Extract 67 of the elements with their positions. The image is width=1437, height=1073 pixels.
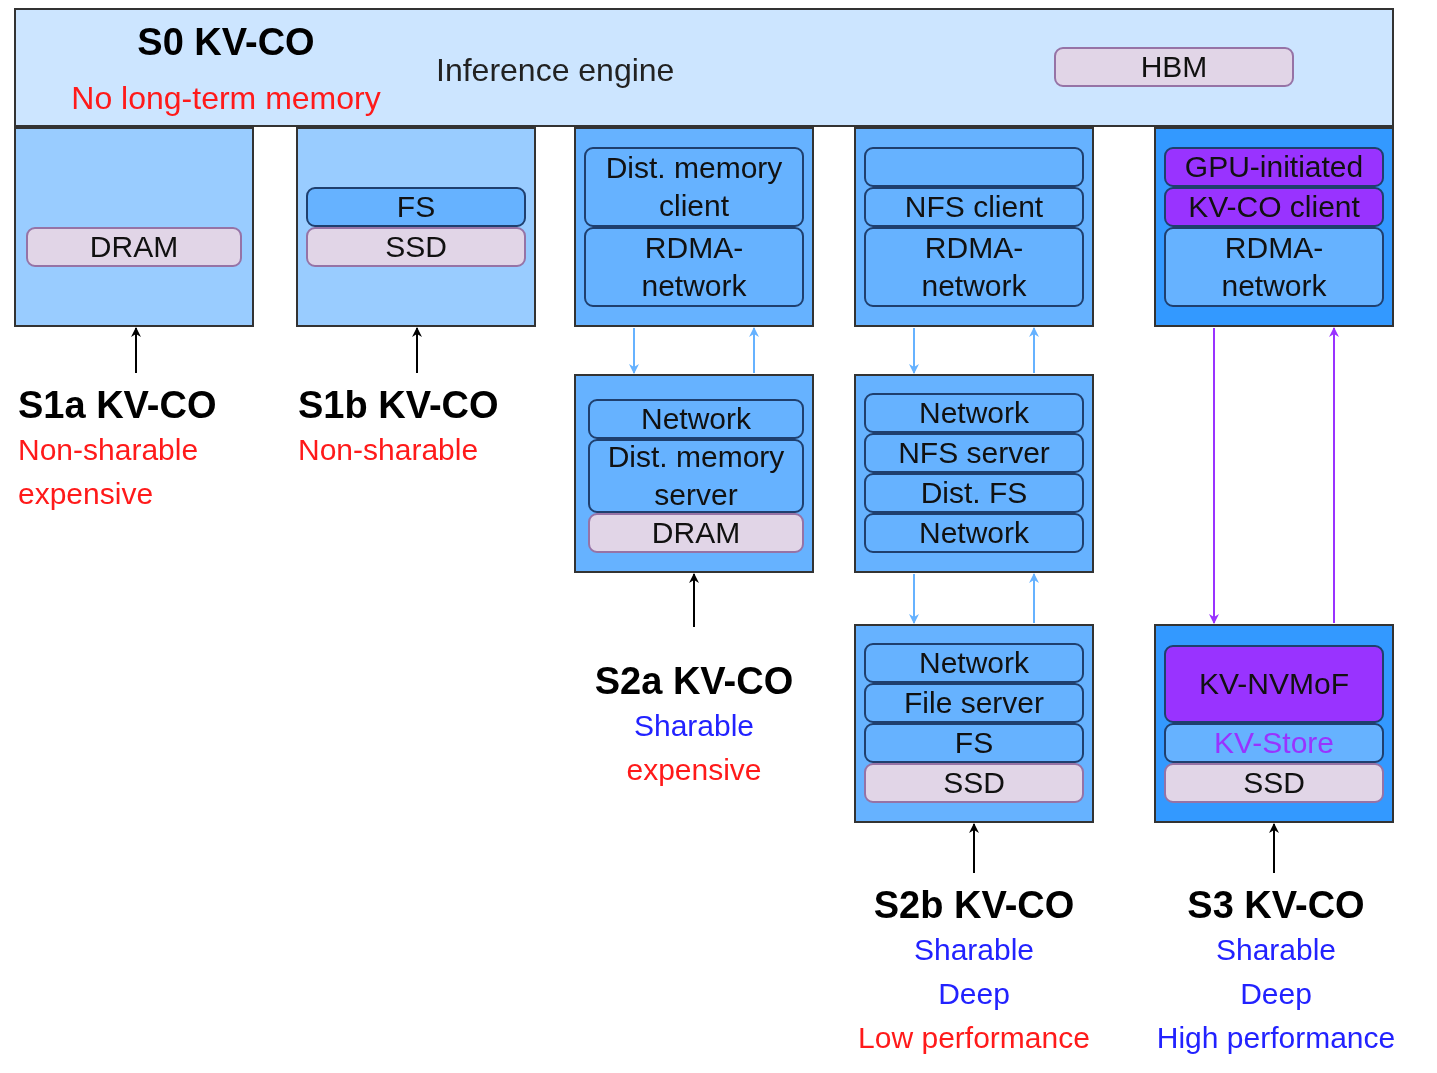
storage-tier-panel	[296, 127, 536, 327]
layer-box: Network	[588, 399, 804, 439]
memory-box: SSD	[1164, 763, 1384, 803]
tier-property-text: High performance	[1155, 1020, 1397, 1056]
tier-property-text: Deep	[1239, 976, 1313, 1012]
arrow	[1209, 327, 1219, 624]
tier-property-text: Non-sharable	[298, 432, 480, 468]
tier-property-text: Sharable	[1214, 932, 1338, 968]
layer-box: GPU-initiated	[1164, 147, 1384, 187]
tier-title: S1b KV-CO	[298, 383, 500, 428]
arrow	[969, 823, 979, 874]
layer-box: FS	[864, 723, 1084, 763]
layer-box: RDMA- network	[1164, 227, 1384, 307]
layer-box: Network	[864, 513, 1084, 553]
layer-box: KV-CO client	[1164, 187, 1384, 227]
memory-box: SSD	[864, 763, 1084, 803]
layer-box: RDMA- network	[864, 227, 1084, 307]
tier-title: S0 KV-CO	[136, 22, 316, 62]
tier-title: S2a KV-CO	[593, 659, 795, 704]
tier-title: S1a KV-CO	[18, 383, 218, 428]
storage-tier-panel	[574, 127, 814, 327]
layer-box: RDMA- network	[584, 227, 804, 307]
layer-box: NFS server	[864, 433, 1084, 473]
arrow	[749, 327, 759, 374]
layer-box: Dist. memory server	[588, 439, 804, 513]
tier-property-text: Sharable	[912, 932, 1036, 968]
tier-title: S2b KV-CO	[872, 883, 1076, 928]
layer-box: File server	[864, 683, 1084, 723]
memory-box: DRAM	[588, 513, 804, 553]
arrow	[629, 327, 639, 374]
arrow	[1029, 573, 1039, 624]
arrow	[131, 327, 141, 374]
arrow	[909, 327, 919, 374]
storage-tier-panel	[14, 127, 254, 327]
layer-box: Dist. memory client	[584, 147, 804, 227]
layer-box: FS	[306, 187, 526, 227]
storage-tier-panel	[574, 374, 814, 573]
engine-band	[14, 8, 1394, 127]
memory-box: HBM	[1054, 47, 1294, 87]
arrow	[1329, 327, 1339, 624]
memory-box: SSD	[306, 227, 526, 267]
tier-property-text: Non-sharable expensive	[18, 432, 200, 512]
tier-property-text: Sharable	[632, 708, 756, 744]
layer-box: KV-NVMoF	[1164, 645, 1384, 723]
tier-title: S3 KV-CO	[1186, 883, 1366, 928]
storage-tier-panel	[1154, 127, 1394, 327]
storage-tier-panel	[854, 127, 1094, 327]
layer-box: KV-Store	[1164, 723, 1384, 763]
layer-box: Network	[864, 643, 1084, 683]
tier-property-text: Deep	[937, 976, 1011, 1012]
arrow	[689, 573, 699, 628]
storage-tier-panel	[854, 624, 1094, 823]
layer-box	[864, 147, 1084, 187]
tier-property-text: No long-term memory	[70, 79, 382, 118]
storage-tier-panel	[854, 374, 1094, 573]
arrow	[909, 573, 919, 624]
tier-property-text: Low performance	[857, 1020, 1091, 1056]
arrow	[1029, 327, 1039, 374]
layer-box: Network	[864, 393, 1084, 433]
memory-box: DRAM	[26, 227, 242, 267]
tier-property-text: expensive	[625, 752, 763, 788]
storage-tier-panel	[1154, 624, 1394, 823]
layer-box: NFS client	[864, 187, 1084, 227]
arrow	[1269, 823, 1279, 874]
layer-box: Dist. FS	[864, 473, 1084, 513]
arrow	[412, 327, 422, 374]
engine-label: Inference engine	[436, 51, 676, 90]
